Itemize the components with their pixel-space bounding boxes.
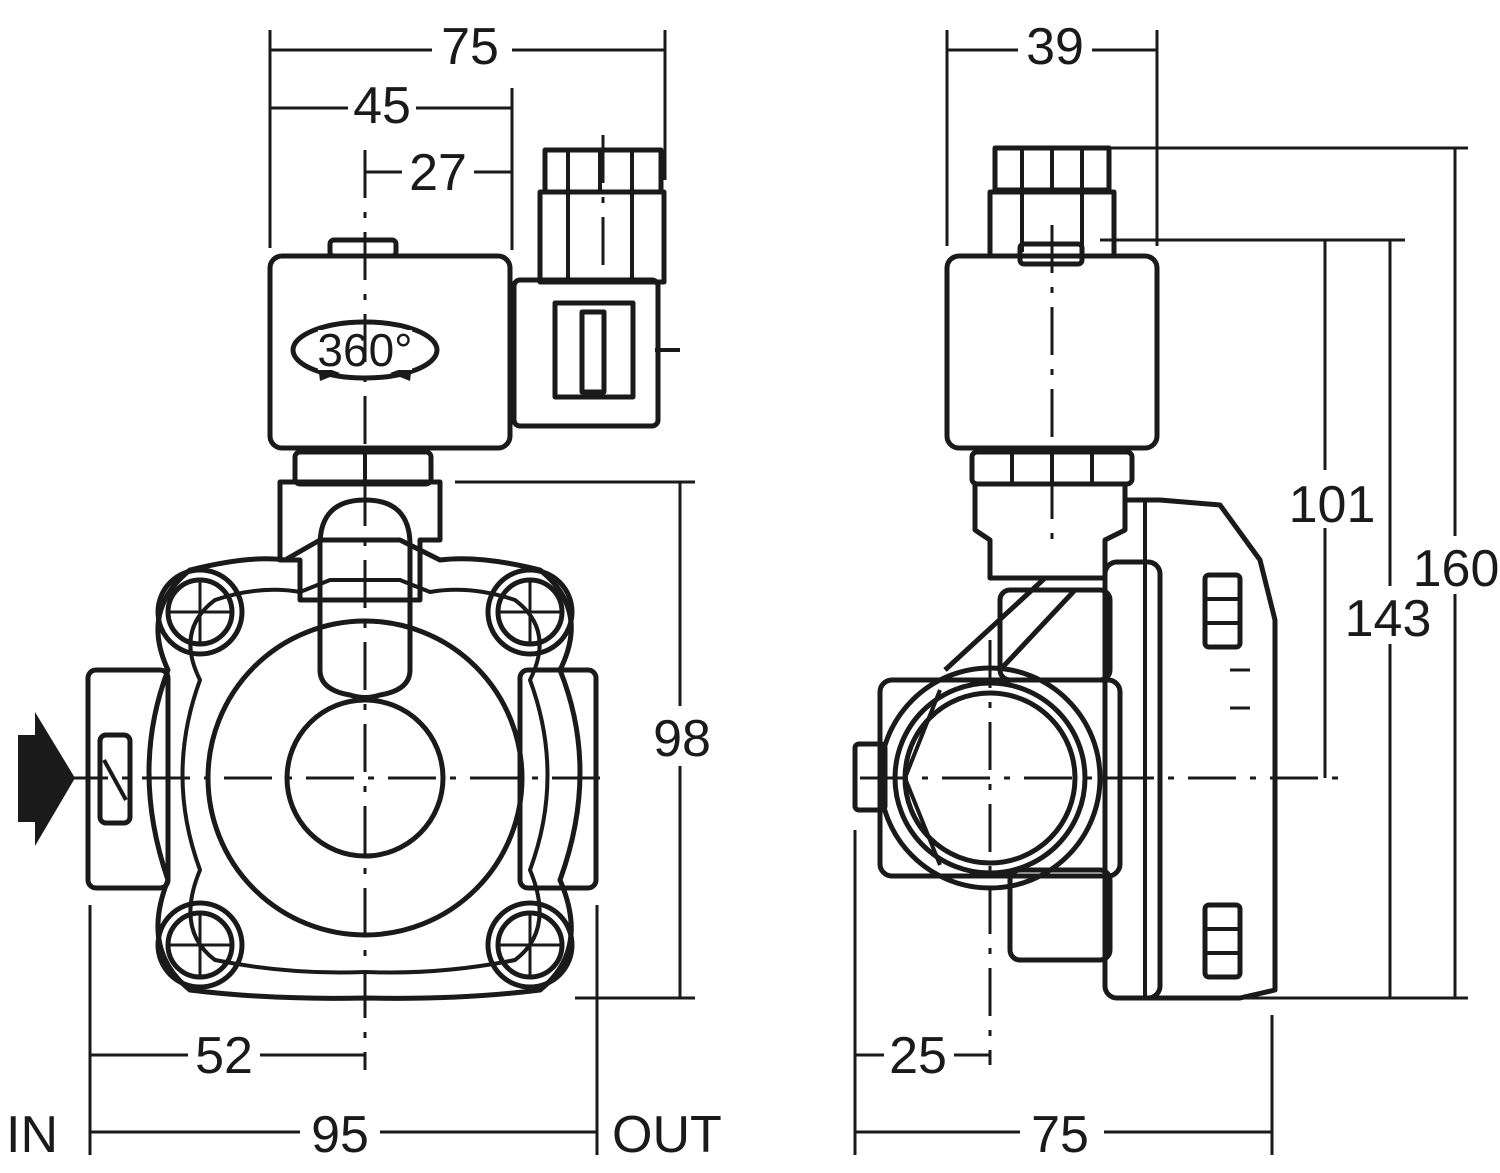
dim-side-port-offset: 25 <box>889 1027 947 1085</box>
dim-port-offset: 52 <box>195 1027 253 1085</box>
dim-body-height: 98 <box>653 710 711 768</box>
dim-base-to-coil-top: 143 <box>1345 590 1432 648</box>
flow-direction-arrow-icon <box>18 712 75 846</box>
front-view: 360° <box>6 18 722 1164</box>
inlet-label: IN <box>6 1106 58 1164</box>
dim-overall-height: 160 <box>1413 540 1500 598</box>
front-dimension-labels: 75 45 27 98 52 95 IN OUT <box>6 18 722 1164</box>
dim-front-width-top: 75 <box>441 18 499 76</box>
dim-centre-to-coil-top: 101 <box>1289 476 1376 534</box>
front-connector <box>511 135 680 429</box>
dim-overall-depth: 75 <box>1031 1106 1089 1164</box>
dim-coil-depth: 39 <box>1026 18 1084 76</box>
side-view: 39 101 143 160 25 75 <box>852 18 1499 1164</box>
side-dimension-labels: 39 101 143 160 25 75 <box>884 18 1499 1164</box>
front-valve-body <box>85 449 599 1001</box>
front-coil: 360° <box>267 237 513 451</box>
side-valve-body <box>852 145 1278 1001</box>
dim-body-width: 95 <box>311 1106 369 1164</box>
dim-coil-offset: 27 <box>409 144 467 202</box>
dim-coil-width: 45 <box>353 77 411 135</box>
outlet-label: OUT <box>612 1106 722 1164</box>
